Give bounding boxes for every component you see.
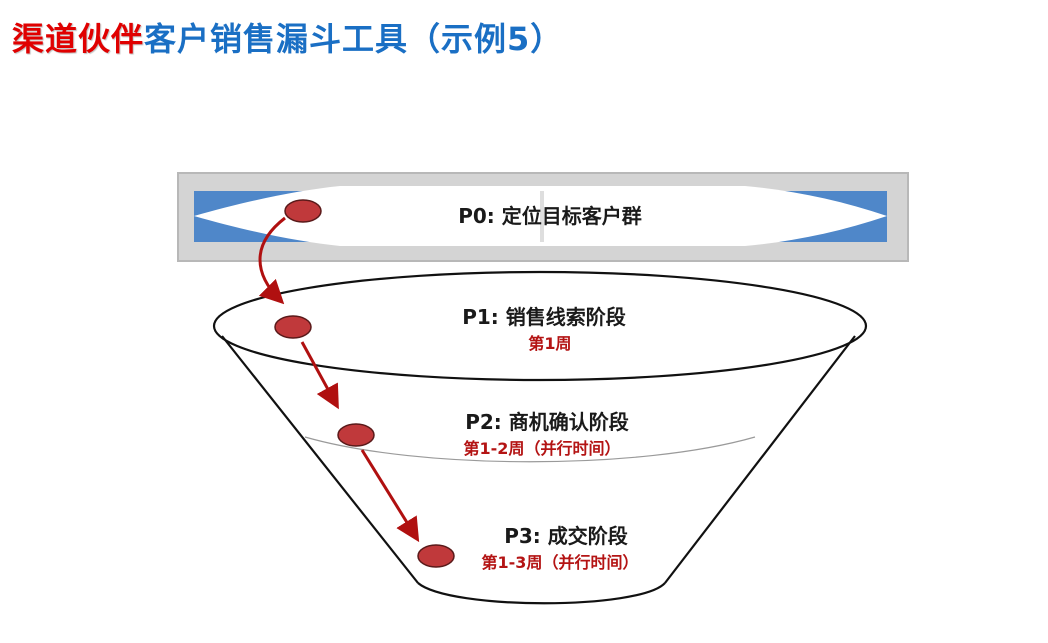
- p0-stage-bar: [177, 172, 909, 262]
- stage-duration-p1: 第1周: [528, 334, 571, 353]
- stage-label-p1: P1: 销售线索阶段: [462, 305, 626, 329]
- page-title: 渠道伙伴客户销售漏斗工具（示例5）: [12, 14, 563, 60]
- stage-duration-p3: 第1-3周（并行时间）: [482, 553, 639, 572]
- stage-dot-p1: [274, 315, 312, 339]
- progress-arrows: [258, 216, 420, 543]
- stage-label-p3: P3: 成交阶段: [504, 524, 628, 548]
- title-highlight: 渠道伙伴: [12, 20, 145, 58]
- stage-label-p0: P0: 定位目标客户群: [458, 204, 642, 228]
- stage-dot-p3: [417, 544, 455, 568]
- funnel-shape: [212, 270, 868, 605]
- stage-dot-p0: [284, 199, 322, 223]
- stage-dot-p2: [337, 423, 375, 447]
- title-main: 客户销售漏斗工具（示例5）: [144, 20, 564, 58]
- stage-duration-p2: 第1-2周（并行时间）: [464, 439, 621, 458]
- stage-label-p2: P2: 商机确认阶段: [465, 410, 629, 434]
